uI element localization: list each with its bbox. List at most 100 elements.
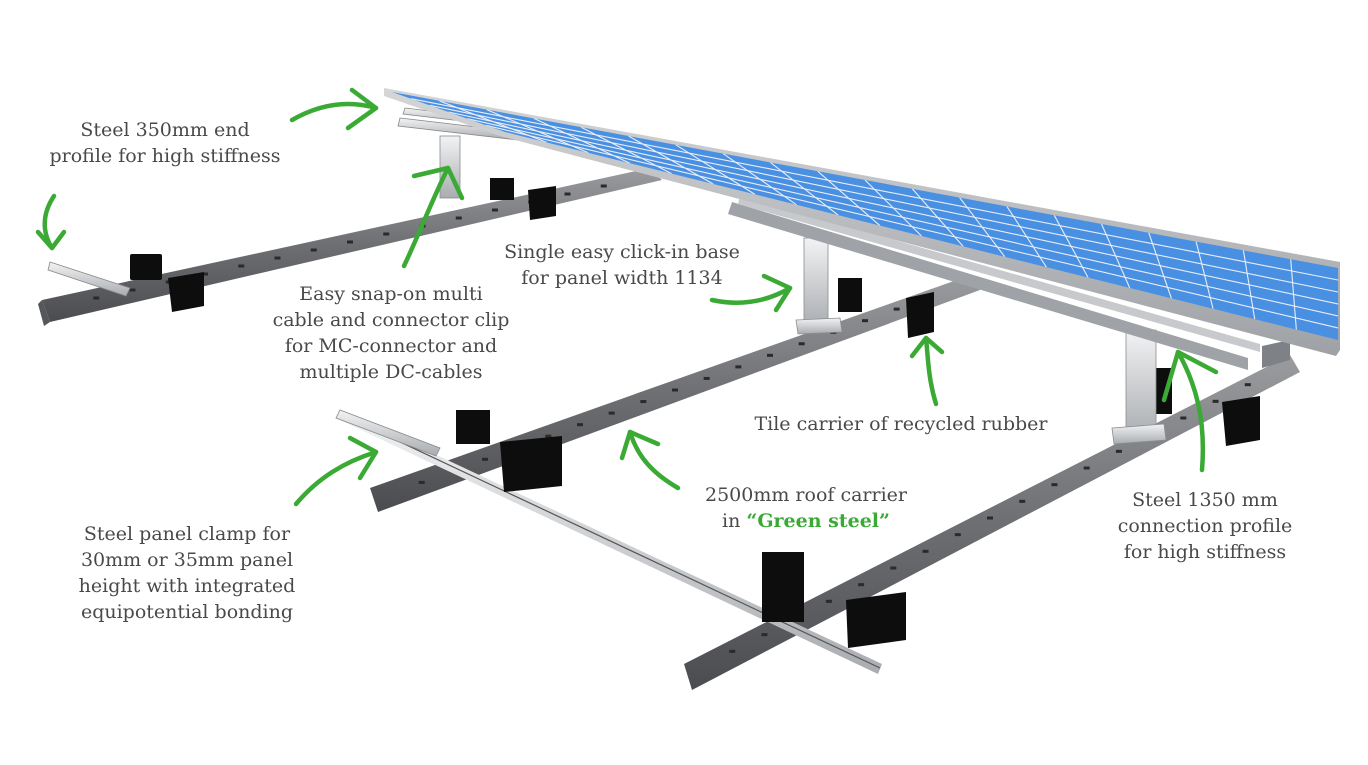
panel-grid-line	[770, 161, 839, 216]
rail-slot	[735, 365, 742, 369]
label-line: for high stiffness	[1123, 541, 1287, 563]
label-end-profile: Steel 350mm end profile for high stiffne…	[34, 117, 296, 169]
panel-mounting-rails	[728, 196, 1290, 370]
label-click-in-base: Single easy click-in base for panel widt…	[486, 239, 758, 291]
arrow-to-click-in-base-icon	[709, 273, 793, 313]
arrow-to-cable-clip-icon	[401, 165, 465, 269]
arrow-to-tile-carrier-icon	[909, 335, 945, 407]
rail-slot	[274, 256, 281, 260]
arrow-to-roof-carrier-icon	[619, 429, 681, 491]
rail-slot	[545, 434, 552, 438]
rail-slot	[1051, 483, 1058, 487]
rail-slot	[858, 583, 865, 587]
panel-grid-line	[911, 188, 964, 247]
tile-carrier-rubber	[130, 178, 1260, 648]
panel-grid-line	[486, 109, 589, 154]
rail-slot	[1083, 466, 1090, 470]
rail-slot	[1244, 383, 1251, 387]
rail-slot	[383, 232, 390, 236]
panel-grid-line	[439, 100, 547, 143]
label-line: Tile carrier of recycled rubber	[754, 413, 1048, 435]
label-tile-carrier: Tile carrier of recycled rubber	[738, 411, 1064, 437]
rail-slot	[1115, 449, 1122, 453]
panel-grid-line	[628, 135, 714, 185]
panel-grid-line	[817, 170, 881, 227]
label-line: Easy snap-on multi	[299, 283, 483, 305]
rail-slot	[672, 388, 678, 392]
green-steel-highlight: “Green steel”	[746, 510, 890, 532]
label-line: connection profile	[1117, 515, 1293, 537]
rail-slot	[761, 633, 768, 637]
label-line: 30mm or 35mm panel	[80, 549, 294, 571]
label-panel-clamp: Steel panel clamp for 30mm or 35mm panel…	[60, 521, 314, 625]
rail-slot	[890, 566, 897, 570]
rail-slot	[922, 549, 929, 553]
rail-slot	[492, 208, 498, 212]
rail-slot	[954, 533, 961, 537]
rail-slot	[640, 400, 647, 404]
rail-slot	[1019, 499, 1026, 503]
panel-grid-line	[1195, 241, 1214, 309]
panel-grid-line	[1100, 223, 1131, 289]
rail-slot	[310, 248, 317, 252]
label-line: Steel 1350 mm	[1132, 489, 1278, 511]
panel-grid-line	[1006, 206, 1047, 268]
rail-slot	[455, 216, 462, 220]
panel-grid-line	[1148, 232, 1172, 299]
label-line: Steel panel clamp for	[83, 523, 291, 545]
label-line: 2500mm roof carrier	[705, 484, 907, 506]
arrow-to-end-profile-icon	[35, 193, 67, 251]
rail-slot	[129, 288, 136, 292]
rail-slot	[93, 296, 100, 300]
label-line: height with integrated	[78, 575, 296, 597]
panel-grid-line	[959, 197, 1006, 258]
panel-grid-line	[722, 153, 797, 206]
label-line: profile for high stiffness	[49, 145, 281, 167]
rail-slot	[729, 649, 736, 653]
rail-slot	[608, 411, 615, 415]
label-line: equipotential bonding	[80, 601, 294, 623]
rail-slot	[987, 516, 993, 520]
label-line: Steel 350mm end	[80, 119, 250, 141]
arrow-to-panel-clamp-icon	[293, 435, 379, 507]
label-text: in	[722, 510, 747, 532]
rail-slot	[798, 342, 805, 346]
arrow-to-panel-edge-icon	[289, 87, 379, 131]
label-roof-carrier: 2500mm roof carrier in “Green steel”	[690, 482, 922, 534]
panel-grid-line	[864, 179, 922, 237]
label-line: for panel width 1134	[521, 267, 723, 289]
rail-slot	[767, 353, 773, 357]
rail-slot	[825, 599, 832, 603]
rail-slot	[577, 423, 583, 427]
rail-slot	[862, 319, 868, 323]
rail-slot	[418, 480, 425, 484]
label-line: for MC-connector and	[284, 335, 498, 357]
connection-profile-bar	[340, 412, 882, 674]
label-line: in “Green steel”	[690, 508, 922, 534]
label-cable-clip: Easy snap-on multi cable and connector c…	[256, 281, 526, 385]
rail-slot	[893, 307, 900, 311]
rail-slot	[600, 184, 607, 188]
label-connection-profile: Steel 1350 mm connection profile for hig…	[1100, 487, 1310, 565]
rail-slot	[1212, 399, 1219, 403]
rail-slot	[1180, 416, 1187, 420]
panel-grid-line	[533, 117, 631, 164]
panel-grid-line	[1053, 214, 1089, 278]
rail-slot	[482, 457, 488, 461]
panel-cell-grid	[410, 98, 1338, 330]
label-line: multiple DC-cables	[299, 361, 483, 383]
rail-slot	[202, 272, 208, 276]
label-line: cable and connector clip	[272, 309, 510, 331]
rail-slot	[703, 376, 710, 380]
rail-slot	[238, 264, 245, 268]
solar-panel	[384, 88, 1340, 356]
end-profile-clamp	[47, 107, 521, 457]
panel-grid-line	[1290, 259, 1297, 330]
rail-slot	[564, 192, 571, 196]
label-line: Single easy click-in base	[504, 241, 740, 263]
rail-slot	[347, 240, 353, 244]
panel-grid-line	[675, 144, 756, 195]
arrow-to-connection-profile-icon	[1161, 349, 1219, 473]
panel-grid-line	[580, 126, 672, 175]
